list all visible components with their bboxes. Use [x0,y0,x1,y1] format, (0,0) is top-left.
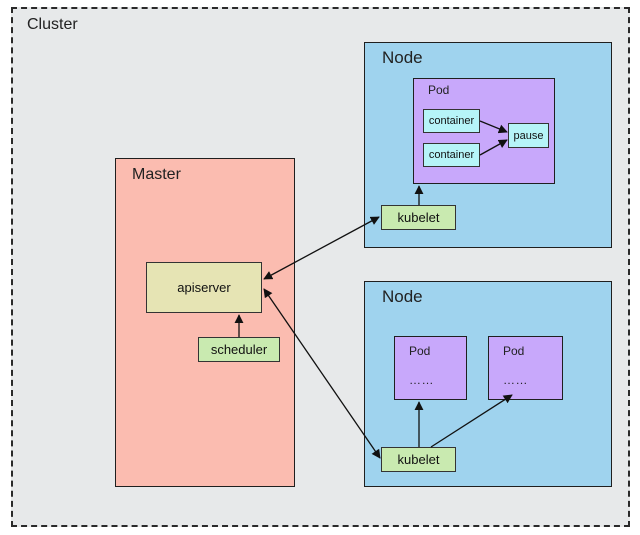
kubelet-box-top: kubelet [381,205,456,230]
container-box-1: container [423,109,480,133]
pod-label-top: Pod [428,83,450,97]
container-box-2: container [423,143,480,167]
pod-box-bottom-right: Pod …… [488,336,563,400]
cluster-label: Cluster [27,16,78,33]
pod-label-bottom-right: Pod [503,344,525,358]
scheduler-box: scheduler [198,337,280,362]
pod-label-bottom-left: Pod [409,344,431,358]
apiserver-box: apiserver [146,262,262,313]
pod-box-bottom-left: Pod …… [394,336,467,400]
kubelet-box-bottom: kubelet [381,447,456,472]
pod-dots-bottom-right: …… [503,373,528,387]
node-label-top: Node [382,48,423,67]
pod-dots-bottom-left: …… [409,373,434,387]
pause-box: pause [508,123,549,148]
master-label: Master [132,166,181,183]
master-box: Master [115,158,295,487]
node-label-bottom: Node [382,287,423,306]
